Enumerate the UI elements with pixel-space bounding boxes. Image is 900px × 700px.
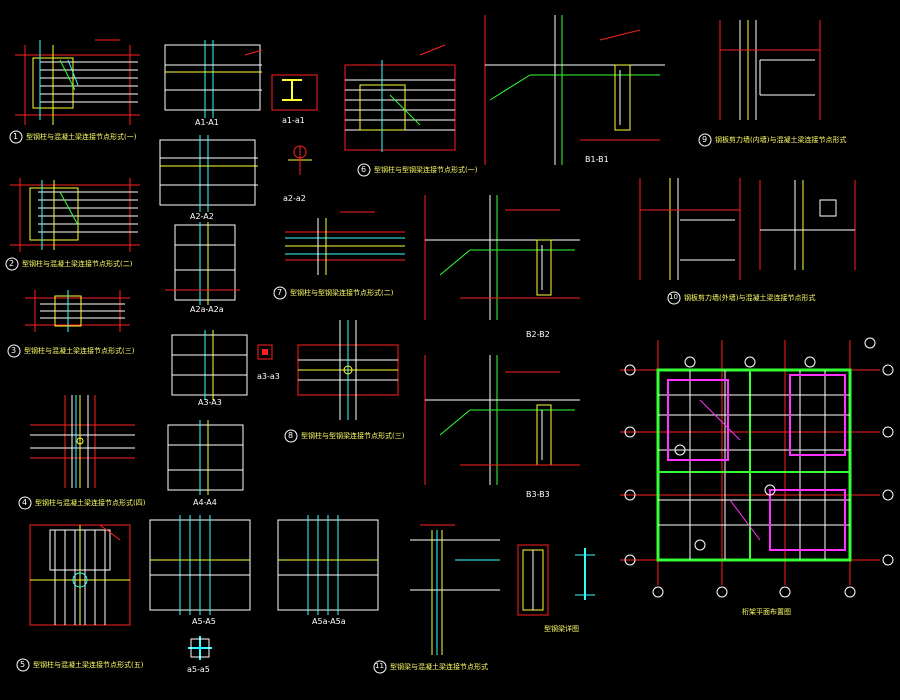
detail-number-6: 6 [361, 165, 367, 174]
detail-11-drawing [410, 524, 595, 655]
detail-number-10: 10 [669, 293, 678, 301]
detail-4-drawing [30, 395, 135, 488]
detail-10-drawing [639, 178, 856, 280]
truss-plan-drawing [620, 337, 894, 598]
detail-number-3: 3 [11, 346, 17, 355]
section-label-a5: A5-A5 [192, 617, 216, 626]
detail-number-4: 4 [22, 498, 28, 507]
detail-9-drawing [719, 20, 821, 120]
detail-1-drawing [15, 39, 140, 125]
detail-number-circles [5, 130, 712, 674]
section-label-a1: A1-A1 [195, 118, 219, 127]
caption-detail-1: 型钢柱与混凝土梁连接节点形式(一) [26, 133, 137, 141]
caption-detail-5: 型钢柱与混凝土梁连接节点形式(五) [33, 661, 144, 669]
section-a1-drawing [164, 40, 318, 118]
section-a5-drawing [149, 515, 379, 660]
section-a4-drawing [167, 420, 244, 495]
detail-number-2: 2 [9, 259, 15, 268]
section-label-a3s: a3-a3 [257, 372, 280, 381]
caption-detail-2: 型钢柱与混凝土梁连接节点形式(二) [22, 260, 133, 268]
section-b3-drawing [424, 355, 580, 485]
section-label-b2: B2-B2 [526, 330, 550, 339]
section-label-a1s: a1-a1 [282, 116, 305, 125]
caption-detail-11: 型钢梁与混凝土梁连接节点形式 [390, 663, 488, 671]
detail-3-drawing [25, 290, 130, 332]
detail-8-drawing [297, 320, 399, 420]
detail-2-drawing [10, 178, 140, 252]
caption-detail-10: 钢板剪力墙(外墙)与混凝土梁连接节点形式 [684, 294, 816, 302]
detail-number-8: 8 [288, 431, 294, 440]
detail-number-5: 5 [20, 660, 26, 669]
detail-number-1: 1 [13, 132, 19, 141]
detail-number-9: 9 [702, 135, 708, 144]
caption-detail-7: 型钢柱与型钢梁连接节点形式(二) [290, 289, 394, 297]
caption-truss-plan: 桁架平面布置图 [742, 608, 791, 616]
caption-detail-3: 型钢柱与混凝土梁连接节点形式(三) [24, 347, 135, 355]
section-label-a5a: A5a-A5a [312, 617, 346, 626]
detail-5-drawing [29, 524, 131, 626]
caption-detail-9: 钢板剪力墙(内墙)与混凝土梁连接节点形式 [715, 136, 847, 144]
section-a2-drawing [159, 135, 312, 212]
detail-number-11: 11 [375, 662, 384, 670]
section-a2a-drawing [165, 222, 240, 305]
section-label-a2a: A2a-A2a [190, 305, 224, 314]
section-label-a5s: a5-a5 [187, 665, 210, 674]
caption-detail-8: 型钢柱与型钢梁连接节点形式(三) [301, 432, 405, 440]
caption-beam-detail: 型钢梁详图 [544, 625, 579, 633]
section-label-b1: B1-B1 [585, 155, 609, 164]
section-label-a4: A4-A4 [193, 498, 217, 507]
section-a3-drawing [171, 330, 273, 400]
caption-detail-4: 型钢柱与混凝土梁连接节点形式(四) [35, 499, 146, 507]
caption-detail-6: 型钢柱与型钢梁连接节点形式(一) [374, 166, 478, 174]
section-label-a2: A2-A2 [190, 212, 214, 221]
section-b2-drawing [424, 195, 580, 320]
section-label-a2s: a2-a2 [283, 194, 306, 203]
detail-6-drawing [344, 44, 456, 152]
section-b1-drawing [484, 15, 665, 165]
section-label-b3: B3-B3 [526, 490, 550, 499]
detail-number-7: 7 [277, 288, 283, 297]
detail-7-drawing [285, 211, 405, 275]
section-label-a3: A3-A3 [198, 398, 222, 407]
